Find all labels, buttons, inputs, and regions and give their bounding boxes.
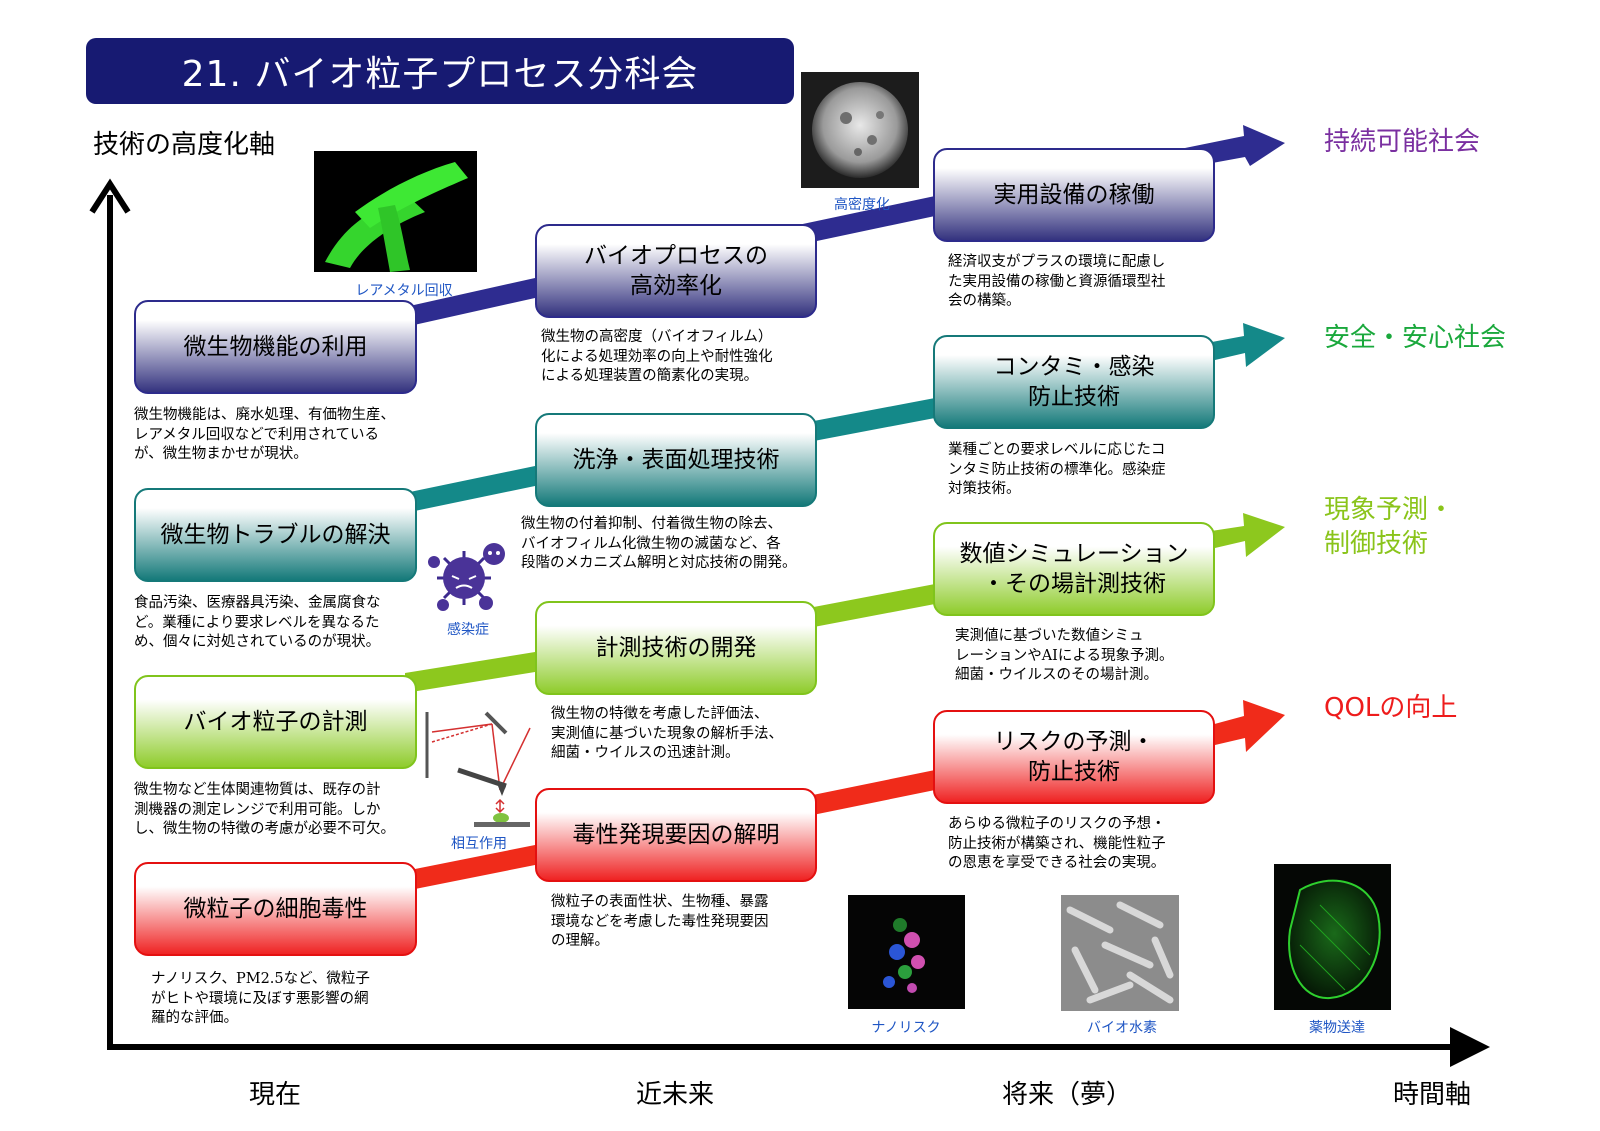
green-fluorescent-bacteria-icon	[314, 151, 477, 272]
fluorescent-cells-icon	[848, 895, 965, 1009]
desc-risk-prediction-prevention: あらゆる微粒子のリスクの予想・ 防止技術が構築され、機能性粒子 の恩恵を享受でき…	[948, 816, 1166, 872]
green-fluorescent-tissue-icon	[1274, 864, 1391, 1010]
desc-bioprocess-efficiency: 微生物の高密度（バイオフィルム） 化による処理効率の向上や耐性強化 による処理装…	[541, 329, 773, 385]
desc-practical-equipment: 経済収支がプラスの環境に配慮し た実用設備の稼働と資源循環型社 会の構築。	[948, 254, 1166, 310]
node-measurement-tech-development: 計測技術の開発	[535, 601, 817, 695]
microbe-sphere-sem-icon	[801, 72, 919, 188]
caption-nanorisk: ナノリスク	[871, 1020, 941, 1036]
afm-cantilever-diagram-icon	[425, 711, 531, 827]
node-microbe-trouble-solution: 微生物トラブルの解決	[134, 488, 417, 582]
node-bioprocess-efficiency: バイオプロセスの 高効率化	[535, 224, 817, 318]
node-cleaning-surface-treatment: 洗浄・表面処理技術	[535, 413, 817, 507]
band-red	[798, 770, 935, 818]
outcome-sustainable-society: 持続可能社会	[1324, 127, 1481, 157]
band-teal	[798, 398, 935, 444]
node-microbe-function-use: 微生物機能の利用	[134, 300, 417, 394]
band-navy	[405, 278, 535, 327]
x-tick-near-future: 近未来	[635, 1080, 715, 1110]
desc-simulation-insitu-measurement: 実測値に基づいた数値シミュ レーションやAIによる現象予測。 細菌・ウイルスのそ…	[955, 628, 1174, 684]
outcome-phenomenon-prediction-control: 現象予測・ 制御技術	[1324, 495, 1455, 559]
x-axis-arrowhead	[1450, 1027, 1490, 1067]
node-contamination-prevention: コンタミ・感染 防止技術	[933, 335, 1215, 429]
desc-toxicity-factor-elucidation: 微粒子の表面性状、生物種、暴露 環境などを考慮した毒性発現要因 の理解。	[551, 894, 769, 950]
desc-cleaning-surface-treatment: 微生物の付着抑制、付着微生物の除去、 バイオフィルム化微生物の滅菌など、各 段階…	[521, 516, 797, 572]
node-particle-cytotoxicity: 微粒子の細胞毒性	[134, 862, 417, 956]
node-bioparticle-measurement: バイオ粒子の計測	[134, 675, 417, 769]
caption-rare-metal: レアメタル回収	[355, 283, 453, 299]
y-axis-label: 技術の高度化軸	[93, 130, 276, 160]
band-red	[405, 845, 535, 891]
page-title: 21. バイオ粒子プロセス分科会	[86, 38, 794, 104]
desc-contamination-prevention: 業種ごとの要求レベルに応じたコ ンタミ防止技術の標準化。感染症 対策技術。	[948, 442, 1166, 498]
band-green	[798, 584, 935, 630]
band-navy	[798, 196, 935, 245]
band-green	[405, 652, 535, 693]
desc-microbe-trouble-solution: 食品汚染、医療器具汚染、金属腐食な ど。業種により要求レベルを異なるた め、個々…	[134, 595, 381, 651]
rod-bacteria-sem-icon	[1061, 895, 1179, 1011]
x-tick-present: 現在	[248, 1080, 302, 1110]
caption-interaction: 相互作用	[451, 836, 507, 852]
outcome-qol-improvement: QOLの向上	[1324, 693, 1458, 723]
virus-icon	[428, 543, 505, 611]
outcome-safe-secure-society: 安全・安心社会	[1324, 323, 1507, 353]
node-toxicity-factor-elucidation: 毒性発現要因の解明	[535, 788, 817, 882]
y-axis-arrowhead	[89, 178, 131, 214]
x-tick-future-dream: 将来（夢）	[1001, 1080, 1133, 1110]
desc-measurement-tech-development: 微生物の特徴を考慮した評価法、 実測値に基づいた現象の解析手法、 細菌・ウイルス…	[551, 706, 783, 762]
caption-infection: 感染症	[447, 622, 489, 638]
node-practical-equipment: 実用設備の稼働	[933, 148, 1215, 242]
caption-high-density: 高密度化	[834, 197, 890, 213]
node-risk-prediction-prevention: リスクの予測・ 防止技術	[933, 710, 1215, 804]
node-simulation-insitu-measurement: 数値シミュレーション ・その場計測技術	[933, 522, 1215, 616]
x-axis-label: 時間軸	[1393, 1080, 1472, 1110]
band-teal	[405, 466, 535, 513]
desc-microbe-function-use: 微生物機能は、廃水処理、有価物生産、 レアメタル回収などで利用されている が、微…	[134, 407, 395, 463]
caption-drug-delivery: 薬物送達	[1309, 1020, 1365, 1036]
desc-particle-cytotoxicity: ナノリスク、PM2.5など、微粒子 がヒトや環境に及ぼす悪影響の網 羅的な評価。	[151, 971, 370, 1027]
caption-bio-hydrogen: バイオ水素	[1087, 1020, 1157, 1036]
desc-bioparticle-measurement: 微生物など生体関連物質は、既存の計 測機器の測定レンジで利用可能。しか し、微生…	[134, 782, 395, 838]
